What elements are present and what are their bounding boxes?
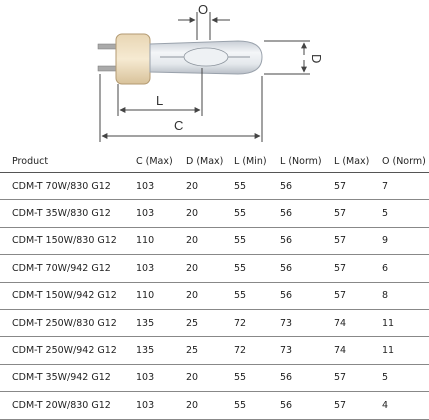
- dimension-d: [264, 40, 310, 75]
- cell-d-max: 20: [186, 364, 234, 393]
- table-row: CDM-T 250W/830 G12 135 25 72 73 74 11: [0, 309, 429, 338]
- cell-l-min: 72: [234, 309, 280, 338]
- cell-product: CDM-T 35W/942 G12: [0, 364, 136, 393]
- dimension-o: [178, 12, 230, 40]
- header-product: Product: [0, 150, 136, 173]
- cell-c-max: 135: [136, 309, 186, 338]
- table-row: CDM-T 150W/942 G12 110 20 55 56 57 8: [0, 282, 429, 310]
- cell-l-norm: 56: [280, 254, 334, 283]
- cell-product: CDM-T 250W/942 G12: [0, 336, 136, 365]
- cell-d-max: 20: [186, 282, 234, 310]
- cell-product: CDM-T 250W/830 G12: [0, 309, 136, 338]
- cell-l-norm: 56: [280, 364, 334, 393]
- cell-product: CDM-T 150W/942 G12: [0, 282, 136, 310]
- cell-l-max: 74: [334, 336, 382, 365]
- cell-l-max: 57: [334, 172, 382, 201]
- cell-o-norm: 5: [382, 199, 429, 228]
- cell-l-max: 57: [334, 199, 382, 228]
- cell-l-min: 55: [234, 172, 280, 201]
- cell-l-min: 55: [234, 227, 280, 256]
- header-d-max: D (Max): [186, 150, 234, 173]
- header-c-max: C (Max): [136, 150, 186, 173]
- table-row: CDM-T 150W/830 G12 110 20 55 56 57 9: [0, 227, 429, 256]
- dimension-c-label: C: [174, 118, 183, 133]
- cell-l-min: 55: [234, 282, 280, 310]
- cell-l-max: 57: [334, 364, 382, 393]
- cell-product: CDM-T 20W/830 G12: [0, 391, 136, 420]
- header-l-max: L (Max): [334, 150, 382, 173]
- cell-c-max: 103: [136, 391, 186, 420]
- cell-l-min: 55: [234, 391, 280, 420]
- header-o-norm: O (Norm): [382, 150, 429, 173]
- cell-c-max: 103: [136, 364, 186, 393]
- cell-o-norm: 9: [382, 227, 429, 256]
- table-row: CDM-T 20W/830 G12 103 20 55 56 57 4: [0, 391, 429, 420]
- cell-product: CDM-T 35W/830 G12: [0, 199, 136, 228]
- header-l-norm: L (Norm): [280, 150, 334, 173]
- dimension-l-label: L: [156, 93, 163, 108]
- cell-o-norm: 7: [382, 172, 429, 201]
- table-row: CDM-T 70W/942 G12 103 20 55 56 57 6: [0, 254, 429, 283]
- cell-c-max: 103: [136, 254, 186, 283]
- cell-l-min: 72: [234, 336, 280, 365]
- cell-l-norm: 73: [280, 336, 334, 365]
- table-header-row: Product C (Max) D (Max) L (Min) L (Norm)…: [0, 150, 429, 173]
- cell-product: CDM-T 70W/942 G12: [0, 254, 136, 283]
- cell-c-max: 110: [136, 282, 186, 310]
- cell-l-norm: 56: [280, 282, 334, 310]
- cell-l-min: 55: [234, 199, 280, 228]
- cell-d-max: 25: [186, 336, 234, 365]
- cell-o-norm: 5: [382, 364, 429, 393]
- dimension-o-label: O: [198, 2, 208, 17]
- dimension-c: [99, 74, 263, 142]
- cell-o-norm: 8: [382, 282, 429, 310]
- dimension-l: [117, 68, 203, 116]
- cell-o-norm: 11: [382, 309, 429, 338]
- dimension-d-label: D: [309, 54, 324, 63]
- cell-c-max: 103: [136, 199, 186, 228]
- cell-o-norm: 4: [382, 391, 429, 420]
- cell-d-max: 20: [186, 172, 234, 201]
- cell-l-min: 55: [234, 254, 280, 283]
- header-l-min: L (Min): [234, 150, 280, 173]
- cell-c-max: 135: [136, 336, 186, 365]
- table-row: CDM-T 35W/942 G12 103 20 55 56 57 5: [0, 364, 429, 393]
- cell-d-max: 20: [186, 254, 234, 283]
- lamp-spec-table: Product C (Max) D (Max) L (Min) L (Norm)…: [0, 150, 429, 420]
- lamp-burner: [183, 47, 229, 67]
- cell-l-max: 57: [334, 254, 382, 283]
- cell-product: CDM-T 70W/830 G12: [0, 172, 136, 201]
- cell-l-norm: 56: [280, 391, 334, 420]
- cell-l-max: 57: [334, 391, 382, 420]
- cell-d-max: 20: [186, 199, 234, 228]
- cell-d-max: 20: [186, 227, 234, 256]
- cell-o-norm: 6: [382, 254, 429, 283]
- cell-l-norm: 73: [280, 309, 334, 338]
- cell-l-min: 55: [234, 364, 280, 393]
- cell-l-norm: 56: [280, 172, 334, 201]
- cell-l-norm: 56: [280, 227, 334, 256]
- cell-c-max: 103: [136, 172, 186, 201]
- cell-d-max: 25: [186, 309, 234, 338]
- lamp-base: [115, 33, 151, 85]
- cell-o-norm: 11: [382, 336, 429, 365]
- table-row: CDM-T 250W/942 G12 135 25 72 73 74 11: [0, 336, 429, 365]
- cell-l-max: 74: [334, 309, 382, 338]
- table-row: CDM-T 35W/830 G12 103 20 55 56 57 5: [0, 199, 429, 228]
- lamp-dimension-drawing: O D L C: [97, 2, 324, 142]
- cell-l-norm: 56: [280, 199, 334, 228]
- cell-l-max: 57: [334, 227, 382, 256]
- table-row: CDM-T 70W/830 G12 103 20 55 56 57 7: [0, 172, 429, 201]
- cell-product: CDM-T 150W/830 G12: [0, 227, 136, 256]
- cell-d-max: 20: [186, 391, 234, 420]
- cell-c-max: 110: [136, 227, 186, 256]
- cell-l-max: 57: [334, 282, 382, 310]
